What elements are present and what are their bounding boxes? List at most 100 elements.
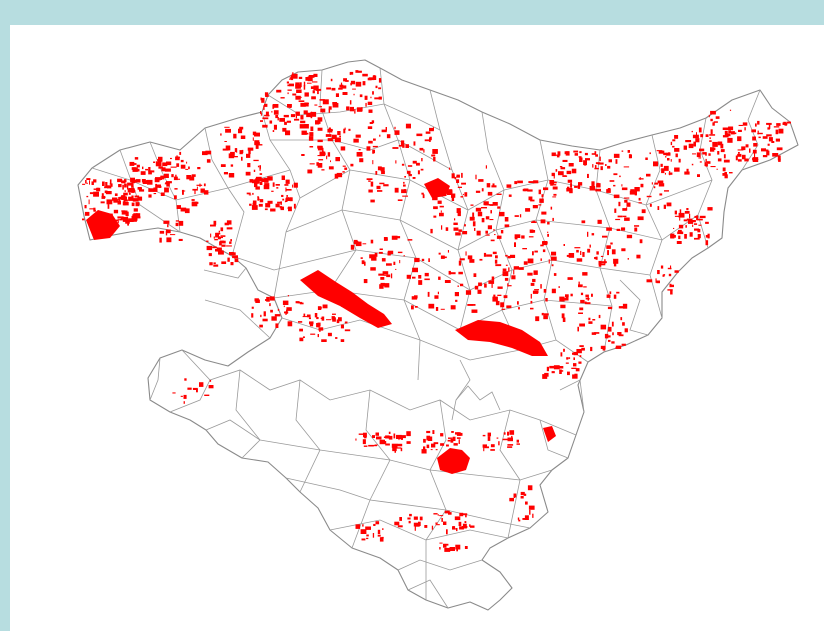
highlight-patch [121, 180, 126, 184]
highlight-patch [435, 307, 439, 311]
highlight-patch [540, 284, 542, 289]
highlight-patch [368, 109, 373, 113]
highlight-patch [494, 234, 496, 236]
highlight-patch [320, 108, 326, 113]
highlight-patch [589, 244, 591, 248]
highlight-patch [285, 197, 290, 200]
highlight-patch [241, 156, 243, 161]
highlight-patch [478, 282, 482, 287]
highlight-patch [655, 278, 657, 283]
highlight-patch [124, 179, 127, 183]
highlight-patch [360, 529, 367, 534]
highlight-patch [382, 528, 384, 530]
highlight-patch [255, 144, 259, 149]
highlight-patch [737, 149, 744, 151]
highlight-patch [386, 274, 391, 278]
highlight-patch [215, 232, 219, 238]
highlight-patch [665, 156, 667, 158]
highlight-patch [170, 166, 177, 168]
highlight-patch [331, 316, 335, 320]
highlight-patch [196, 184, 203, 186]
highlight-patch [553, 273, 557, 276]
highlight-patch [258, 203, 263, 207]
highlight-patch [429, 127, 434, 132]
highlight-patch [598, 260, 602, 265]
highlight-patch [749, 148, 751, 153]
highlight-patch [369, 122, 373, 124]
highlight-patch [594, 167, 599, 170]
highlight-patch [364, 95, 368, 100]
highlight-patch [488, 280, 495, 284]
highlight-patch [709, 134, 716, 136]
map-panel[interactable] [10, 25, 824, 631]
highlight-patch [538, 189, 541, 195]
highlight-patch [165, 229, 171, 234]
highlight-patch [674, 135, 679, 139]
highlight-patch [164, 183, 170, 185]
highlight-patch [678, 229, 682, 234]
highlight-patch [597, 162, 604, 165]
highlight-patch [464, 521, 467, 523]
highlight-patch [535, 290, 539, 294]
highlight-patch [555, 169, 558, 172]
highlight-patch [407, 517, 411, 520]
highlight-patch [608, 159, 612, 163]
highlight-patch [493, 294, 496, 300]
highlight-patch [439, 205, 444, 208]
highlight-patch [742, 122, 748, 126]
highlight-patch [430, 449, 433, 451]
highlight-patch [516, 443, 520, 445]
highlight-patch [689, 232, 693, 237]
highlight-patch [433, 513, 438, 515]
highlight-patch [336, 319, 340, 324]
highlight-patch [219, 241, 222, 246]
highlight-patch [82, 218, 85, 221]
highlight-patch [518, 519, 521, 522]
highlight-patch [609, 291, 612, 294]
highlight-patch [299, 337, 304, 342]
highlight-patch [375, 171, 378, 175]
highlight-patch [576, 249, 579, 253]
highlight-patch [613, 153, 620, 158]
highlight-patch [300, 102, 306, 107]
highlight-patch [384, 441, 387, 444]
highlight-patch [476, 230, 481, 236]
highlight-patch [257, 165, 260, 168]
highlight-patch [196, 201, 199, 204]
choropleth-map[interactable] [10, 25, 824, 631]
highlight-patch [300, 115, 304, 120]
highlight-patch [496, 235, 502, 239]
highlight-patch [527, 485, 533, 491]
highlight-patch [571, 168, 577, 174]
highlight-patch [317, 89, 319, 95]
highlight-blob-north [424, 178, 450, 198]
highlight-patch [285, 130, 291, 136]
highlight-patch [538, 204, 542, 206]
highlight-patch [634, 225, 640, 227]
highlight-blob-central-west [300, 270, 392, 328]
highlight-patch [342, 171, 345, 173]
highlight-patch [355, 70, 359, 73]
highlight-patch [255, 176, 262, 182]
highlight-patch [332, 102, 338, 105]
highlight-patch [259, 324, 263, 328]
highlight-patch [233, 252, 236, 256]
highlight-patch [397, 443, 403, 447]
highlight-patch [561, 313, 565, 319]
highlight-patch [638, 178, 644, 180]
highlight-patch [170, 234, 176, 236]
highlight-patch [667, 158, 670, 161]
highlight-patch [489, 204, 494, 206]
highlight-patch [414, 306, 418, 308]
highlight-patch [487, 191, 493, 196]
highlight-patch [596, 251, 599, 255]
highlight-patch [594, 257, 597, 260]
highlight-patch [657, 206, 660, 210]
highlight-patch [766, 134, 772, 137]
highlight-patch [311, 96, 316, 100]
highlight-patch [104, 186, 108, 189]
highlight-patch [712, 122, 715, 126]
highlight-patch [535, 316, 540, 322]
highlight-patch [89, 180, 90, 185]
highlight-patch [612, 332, 614, 336]
